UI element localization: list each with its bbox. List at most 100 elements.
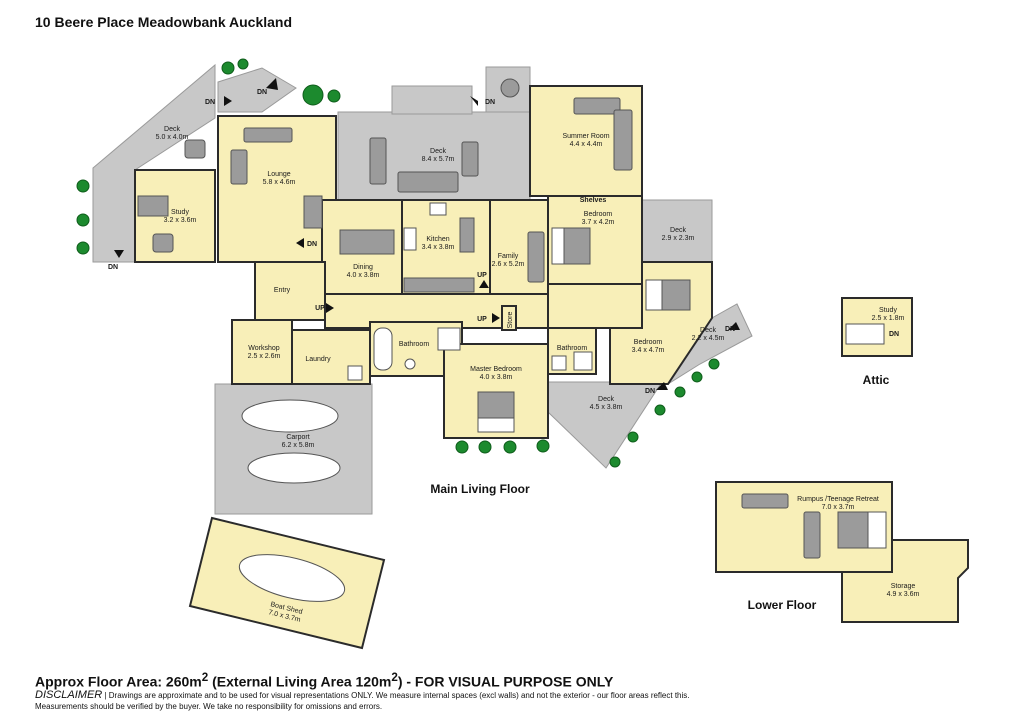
toilet-icon <box>404 358 416 370</box>
label-entry: Entry <box>274 287 291 294</box>
chair-icon <box>152 233 174 253</box>
dim-workshop: 2.5 x 2.6m <box>248 353 281 360</box>
sofa-icon <box>573 97 621 115</box>
label-family: Family <box>498 253 519 260</box>
label-laundry: Laundry <box>305 356 331 363</box>
label-deck-br: Deck <box>700 327 716 334</box>
laundry-tub-icon <box>347 365 363 381</box>
bed-cover-icon <box>477 391 515 419</box>
lounge-stairs-area <box>217 67 297 113</box>
dim-deck-br: 2.2 x 4.5m <box>692 335 725 342</box>
sofa-icon <box>741 493 789 509</box>
tree-icon <box>478 440 492 454</box>
dim-carport: 6.2 x 5.8m <box>282 442 315 449</box>
kitchen-bench-icon <box>403 277 475 293</box>
stove-icon <box>403 227 417 251</box>
stair-markers: DN DN DN DN DN UP UP UP DN DN DN <box>108 89 899 395</box>
sofa-icon <box>803 511 821 559</box>
label-bathroom2: Bathroom <box>557 345 588 352</box>
tree-icon <box>503 440 517 454</box>
dim-bedroom1: 3.7 x 4.2m <box>582 219 615 226</box>
label-deck-bottom: Deck <box>598 396 614 403</box>
tree-icon <box>76 213 90 227</box>
arrow-icon <box>114 250 124 258</box>
sofa-icon <box>613 109 633 171</box>
room-passage-right <box>547 283 643 329</box>
marker-dn: DN <box>725 326 735 333</box>
room-store <box>501 305 517 331</box>
dim-summer: 4.4 x 4.4m <box>570 141 603 148</box>
label-attic-study: Study <box>879 307 897 314</box>
label-kitchen: Kitchen <box>426 236 449 243</box>
tree-icon <box>455 440 469 454</box>
outdoor-table-icon <box>500 78 520 98</box>
arrow-icon <box>224 96 232 106</box>
disclaimer-line2: Measurements should be verified by the b… <box>35 702 383 711</box>
bed-cover-icon <box>661 279 691 311</box>
tree-icon <box>691 371 703 383</box>
floor-label-lower: Lower Floor <box>748 598 817 612</box>
tree-icon <box>674 386 686 398</box>
area-prefix: Approx Floor Area: 260m <box>35 673 202 690</box>
dim-rumpus: 7.0 x 3.7m <box>822 504 855 511</box>
dim-study: 3.2 x 3.6m <box>164 217 197 224</box>
area-mid: (External Living Area 120m <box>208 673 392 690</box>
marker-dn: DN <box>645 388 655 395</box>
trees-group <box>76 58 720 468</box>
tree-icon <box>76 179 90 193</box>
floor-area-summary: Approx Floor Area: 260m 2 (External Livin… <box>35 671 613 690</box>
label-deck-top: Deck <box>430 148 446 155</box>
room-workshop <box>231 319 293 385</box>
dim-lounge: 5.8 x 4.6m <box>263 179 296 186</box>
label-storage: Storage <box>891 583 916 590</box>
arrow-icon <box>326 303 334 313</box>
dim-deck-bottom: 4.5 x 3.8m <box>590 404 623 411</box>
label-deck-left: Deck <box>164 126 180 133</box>
car-icon <box>247 452 341 484</box>
room-storage <box>841 539 969 623</box>
room-entry <box>254 261 326 321</box>
dim-bedroom2: 3.4 x 4.7m <box>632 347 665 354</box>
dim-deck-top: 8.4 x 5.7m <box>422 156 455 163</box>
tree-icon <box>627 431 639 443</box>
tree-icon <box>609 456 621 468</box>
label-store: Store <box>507 312 514 329</box>
deck-top-stairs <box>391 85 473 115</box>
dim-family: 2.6 x 5.2m <box>492 261 525 268</box>
deck-chair-icon <box>184 139 206 159</box>
arrow-icon <box>492 313 500 323</box>
marker-dn: DN <box>108 264 118 271</box>
sofa-icon <box>527 231 545 283</box>
disclaimer: DISCLAIMER | Drawings are approximate an… <box>35 690 775 712</box>
outdoor-chair-icon <box>461 141 479 177</box>
tree-icon <box>302 84 324 106</box>
plan-title: 10 Beere Place Meadowbank Auckland <box>35 14 293 30</box>
area-suffix: ) - FOR VISUAL PURPOSE ONLY <box>397 673 614 690</box>
dim-storage: 4.9 x 3.6m <box>887 591 920 598</box>
arrow-icon <box>479 280 489 288</box>
boat-icon <box>238 554 346 602</box>
attic-stairs-icon <box>845 323 885 345</box>
outdoor-chair-icon <box>369 137 387 185</box>
armchair-icon <box>230 149 248 185</box>
dining-table-icon <box>339 229 395 255</box>
label-bedroom1: Bedroom <box>584 211 613 218</box>
label-shelves: Shelves <box>580 197 607 204</box>
tree-icon <box>237 58 249 70</box>
marker-dn: DN <box>307 241 317 248</box>
area-sup: 2 <box>391 671 398 684</box>
marker-dn: DN <box>485 99 495 106</box>
disclaimer-text: | Drawings are approximate and to be use… <box>102 691 690 700</box>
fireplace-icon <box>303 195 323 229</box>
tree-icon <box>327 89 341 103</box>
arrow-icon <box>296 238 304 248</box>
marker-up: UP <box>315 305 325 312</box>
sofa-icon <box>243 127 293 143</box>
marker-up: UP <box>477 316 487 323</box>
label-bathroom1: Bathroom <box>399 341 430 348</box>
disclaimer-heading: DISCLAIMER <box>35 689 103 701</box>
label-bedroom2: Bedroom <box>634 339 663 346</box>
arrow-icon <box>266 78 278 90</box>
label-deck-right: Deck <box>670 227 686 234</box>
